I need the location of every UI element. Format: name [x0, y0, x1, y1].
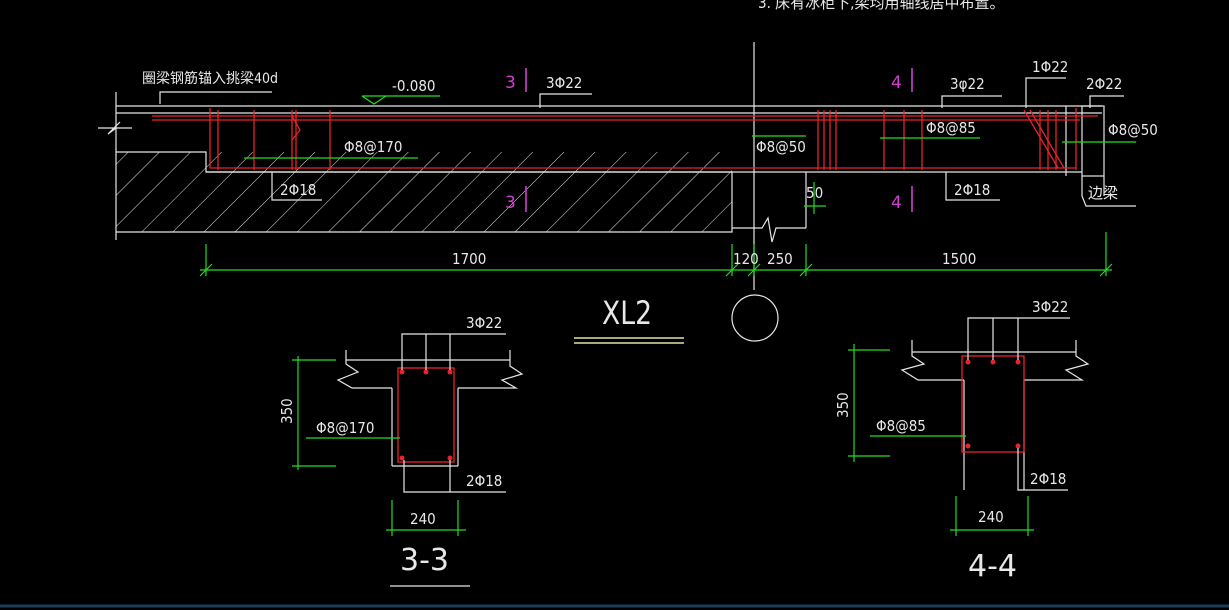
stirrup-left: Φ8@170: [344, 138, 402, 156]
s3-top-bars: 3Φ22: [466, 314, 502, 332]
s3-top-leader: [401, 333, 506, 370]
bottom-bars-left: 2Φ18: [280, 181, 316, 199]
wall-hatch: [116, 152, 732, 232]
stirrup-mid: Φ8@50: [756, 138, 806, 156]
s4-bottom-leader: [1017, 448, 1068, 491]
stirrups-left: [217, 110, 331, 170]
top-bars-left: 3Φ22: [546, 74, 582, 92]
section-3-3: 3Φ22 Φ8@170 2Φ18 350 240 3-3: [278, 314, 524, 587]
bottom-bars-right: 2Φ18: [954, 181, 990, 199]
slab-right: [1024, 340, 1090, 381]
s3-stirrup: Φ8@170: [316, 419, 374, 437]
edge-beam-label: 边梁: [1088, 184, 1118, 202]
s3-bottom-leader: [403, 460, 506, 493]
dimension-chain: 1700 120 250 1500: [199, 232, 1113, 277]
stirrups-mid: [817, 110, 1057, 170]
bottom-bars-left-leader: [271, 172, 322, 201]
small-dim: 50: [806, 184, 823, 202]
rebar-dot: [423, 369, 429, 375]
s3-height: 350: [278, 398, 296, 424]
extra-bar-leader: [1025, 77, 1066, 108]
bottom-bars-right-leader: [945, 172, 1000, 201]
anchor-note: 圈梁钢筋锚入挑梁40d: [142, 70, 278, 87]
elevation-symbol: [361, 95, 387, 105]
s4-bottom-bars: 2Φ18: [1030, 470, 1066, 488]
s4-height: 350: [834, 392, 852, 418]
beam-title: XL2: [602, 294, 652, 332]
beam-elevation: 3 3 4 4 -0.080 圈梁钢筋锚入挑梁40d 3Φ22 3φ22 1Φ2…: [98, 42, 1158, 290]
stirrup-4: [961, 355, 1025, 453]
s3-title: 3-3: [400, 543, 449, 578]
end-bars: 2Φ22: [1086, 75, 1122, 93]
end-bars-leader: [1089, 95, 1124, 108]
dim-120: 120: [733, 250, 759, 268]
stirrup-end: Φ8@50: [1108, 121, 1158, 139]
dim-1700: 1700: [452, 250, 486, 268]
s3-bottom-bars: 2Φ18: [466, 472, 502, 490]
slab-left: [336, 350, 392, 389]
section-4-4: 3Φ22 Φ8@85 2Φ18 350 240 4-4: [834, 298, 1090, 584]
rebar-dot: [399, 369, 405, 375]
rebar-dot: [399, 455, 405, 461]
elevation-text: -0.080: [392, 77, 436, 95]
rebar-dot: [447, 369, 453, 375]
break-symbol-left: [98, 121, 132, 135]
s3-width: 240: [410, 510, 436, 528]
section-mark-3-top: 3: [505, 73, 516, 93]
extra-bar: 1Φ22: [1032, 58, 1068, 76]
top-bars-left-leader: [539, 93, 592, 108]
slab-right: [458, 350, 524, 389]
s4-top-leader: [967, 317, 1070, 360]
axis-bubble: [731, 294, 779, 342]
section-mark-4-top: 4: [891, 73, 902, 93]
section-mark-3-bottom: 3: [505, 193, 516, 213]
top-bars-right-leader: [941, 95, 1002, 108]
slab-left: [900, 340, 964, 381]
rebar-dot: [447, 455, 453, 461]
edge-beam-box: [1081, 105, 1105, 177]
rebar-bent: [1023, 109, 1059, 169]
section-mark-4-bottom: 4: [891, 193, 902, 213]
break-symbol-bottom: [732, 216, 806, 243]
rebar-bent-2: [1029, 109, 1065, 169]
stirrup-right: Φ8@85: [926, 119, 976, 137]
s4-top-bars: 3Φ22: [1032, 298, 1068, 316]
dim-1500: 1500: [942, 250, 976, 268]
top-bars-right: 3φ22: [950, 75, 985, 93]
s4-title: 4-4: [968, 549, 1017, 584]
s4-stirrup: Φ8@85: [876, 417, 926, 435]
anchor-leader: [159, 91, 272, 104]
edge-beam-leader: [1081, 195, 1136, 207]
stirrup-3: [397, 367, 455, 463]
s4-width: 240: [978, 508, 1004, 526]
top-note: 3. 床有冰柜下,梁均用轴线居中布置。: [758, 0, 1004, 12]
dim-250: 250: [767, 250, 793, 268]
